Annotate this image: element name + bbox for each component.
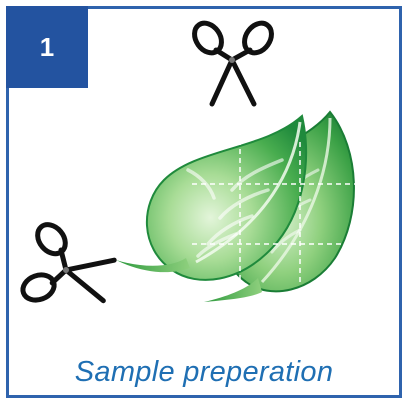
caption-text: Sample preperation (74, 356, 334, 388)
scissors-left-icon (20, 222, 117, 304)
step-number-badge: 1 (6, 6, 88, 88)
cut-lines (192, 140, 356, 286)
scissors-top-icon (192, 20, 274, 107)
